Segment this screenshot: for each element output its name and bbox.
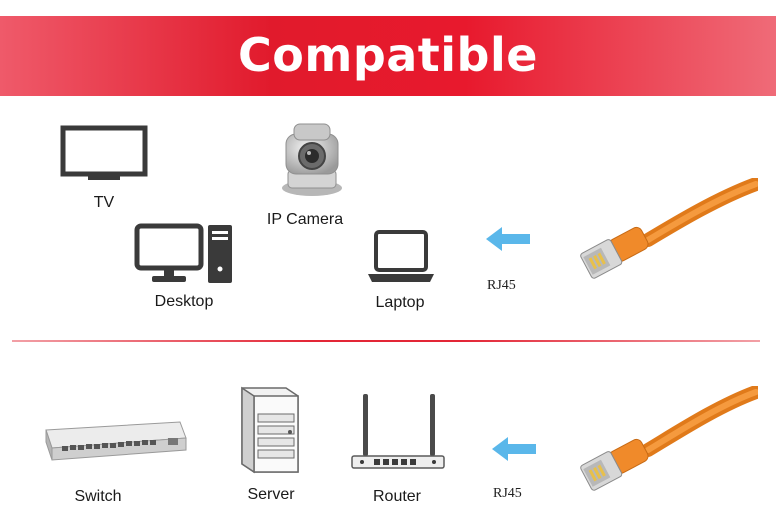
ip-camera-icon bbox=[282, 123, 342, 196]
compatible-banner: Compatible bbox=[0, 16, 776, 96]
arrow-left-icon bbox=[492, 437, 536, 461]
tv-icon bbox=[60, 125, 148, 180]
server-label: Server bbox=[247, 486, 295, 503]
section-divider bbox=[12, 340, 760, 342]
network-switch-icon bbox=[45, 421, 187, 461]
rj45-label-bottom: RJ45 bbox=[493, 486, 522, 501]
switch-label: Switch bbox=[74, 488, 122, 505]
desktop-computer-icon bbox=[134, 223, 232, 283]
laptop-icon bbox=[368, 230, 434, 282]
server-rack-icon bbox=[241, 386, 299, 474]
rj45-label-top: RJ45 bbox=[487, 278, 516, 293]
rj45-cable-icon bbox=[580, 386, 758, 491]
rj45-cable-icon bbox=[580, 178, 758, 279]
router-icon bbox=[351, 394, 445, 469]
desktop-label: Desktop bbox=[154, 293, 214, 310]
banner-title: Compatible bbox=[238, 28, 538, 82]
tv-label: TV bbox=[93, 194, 115, 211]
laptop-label: Laptop bbox=[375, 294, 425, 311]
ip-camera-label: IP Camera bbox=[266, 211, 344, 228]
arrow-left-icon bbox=[486, 227, 530, 251]
router-label: Router bbox=[372, 488, 422, 505]
